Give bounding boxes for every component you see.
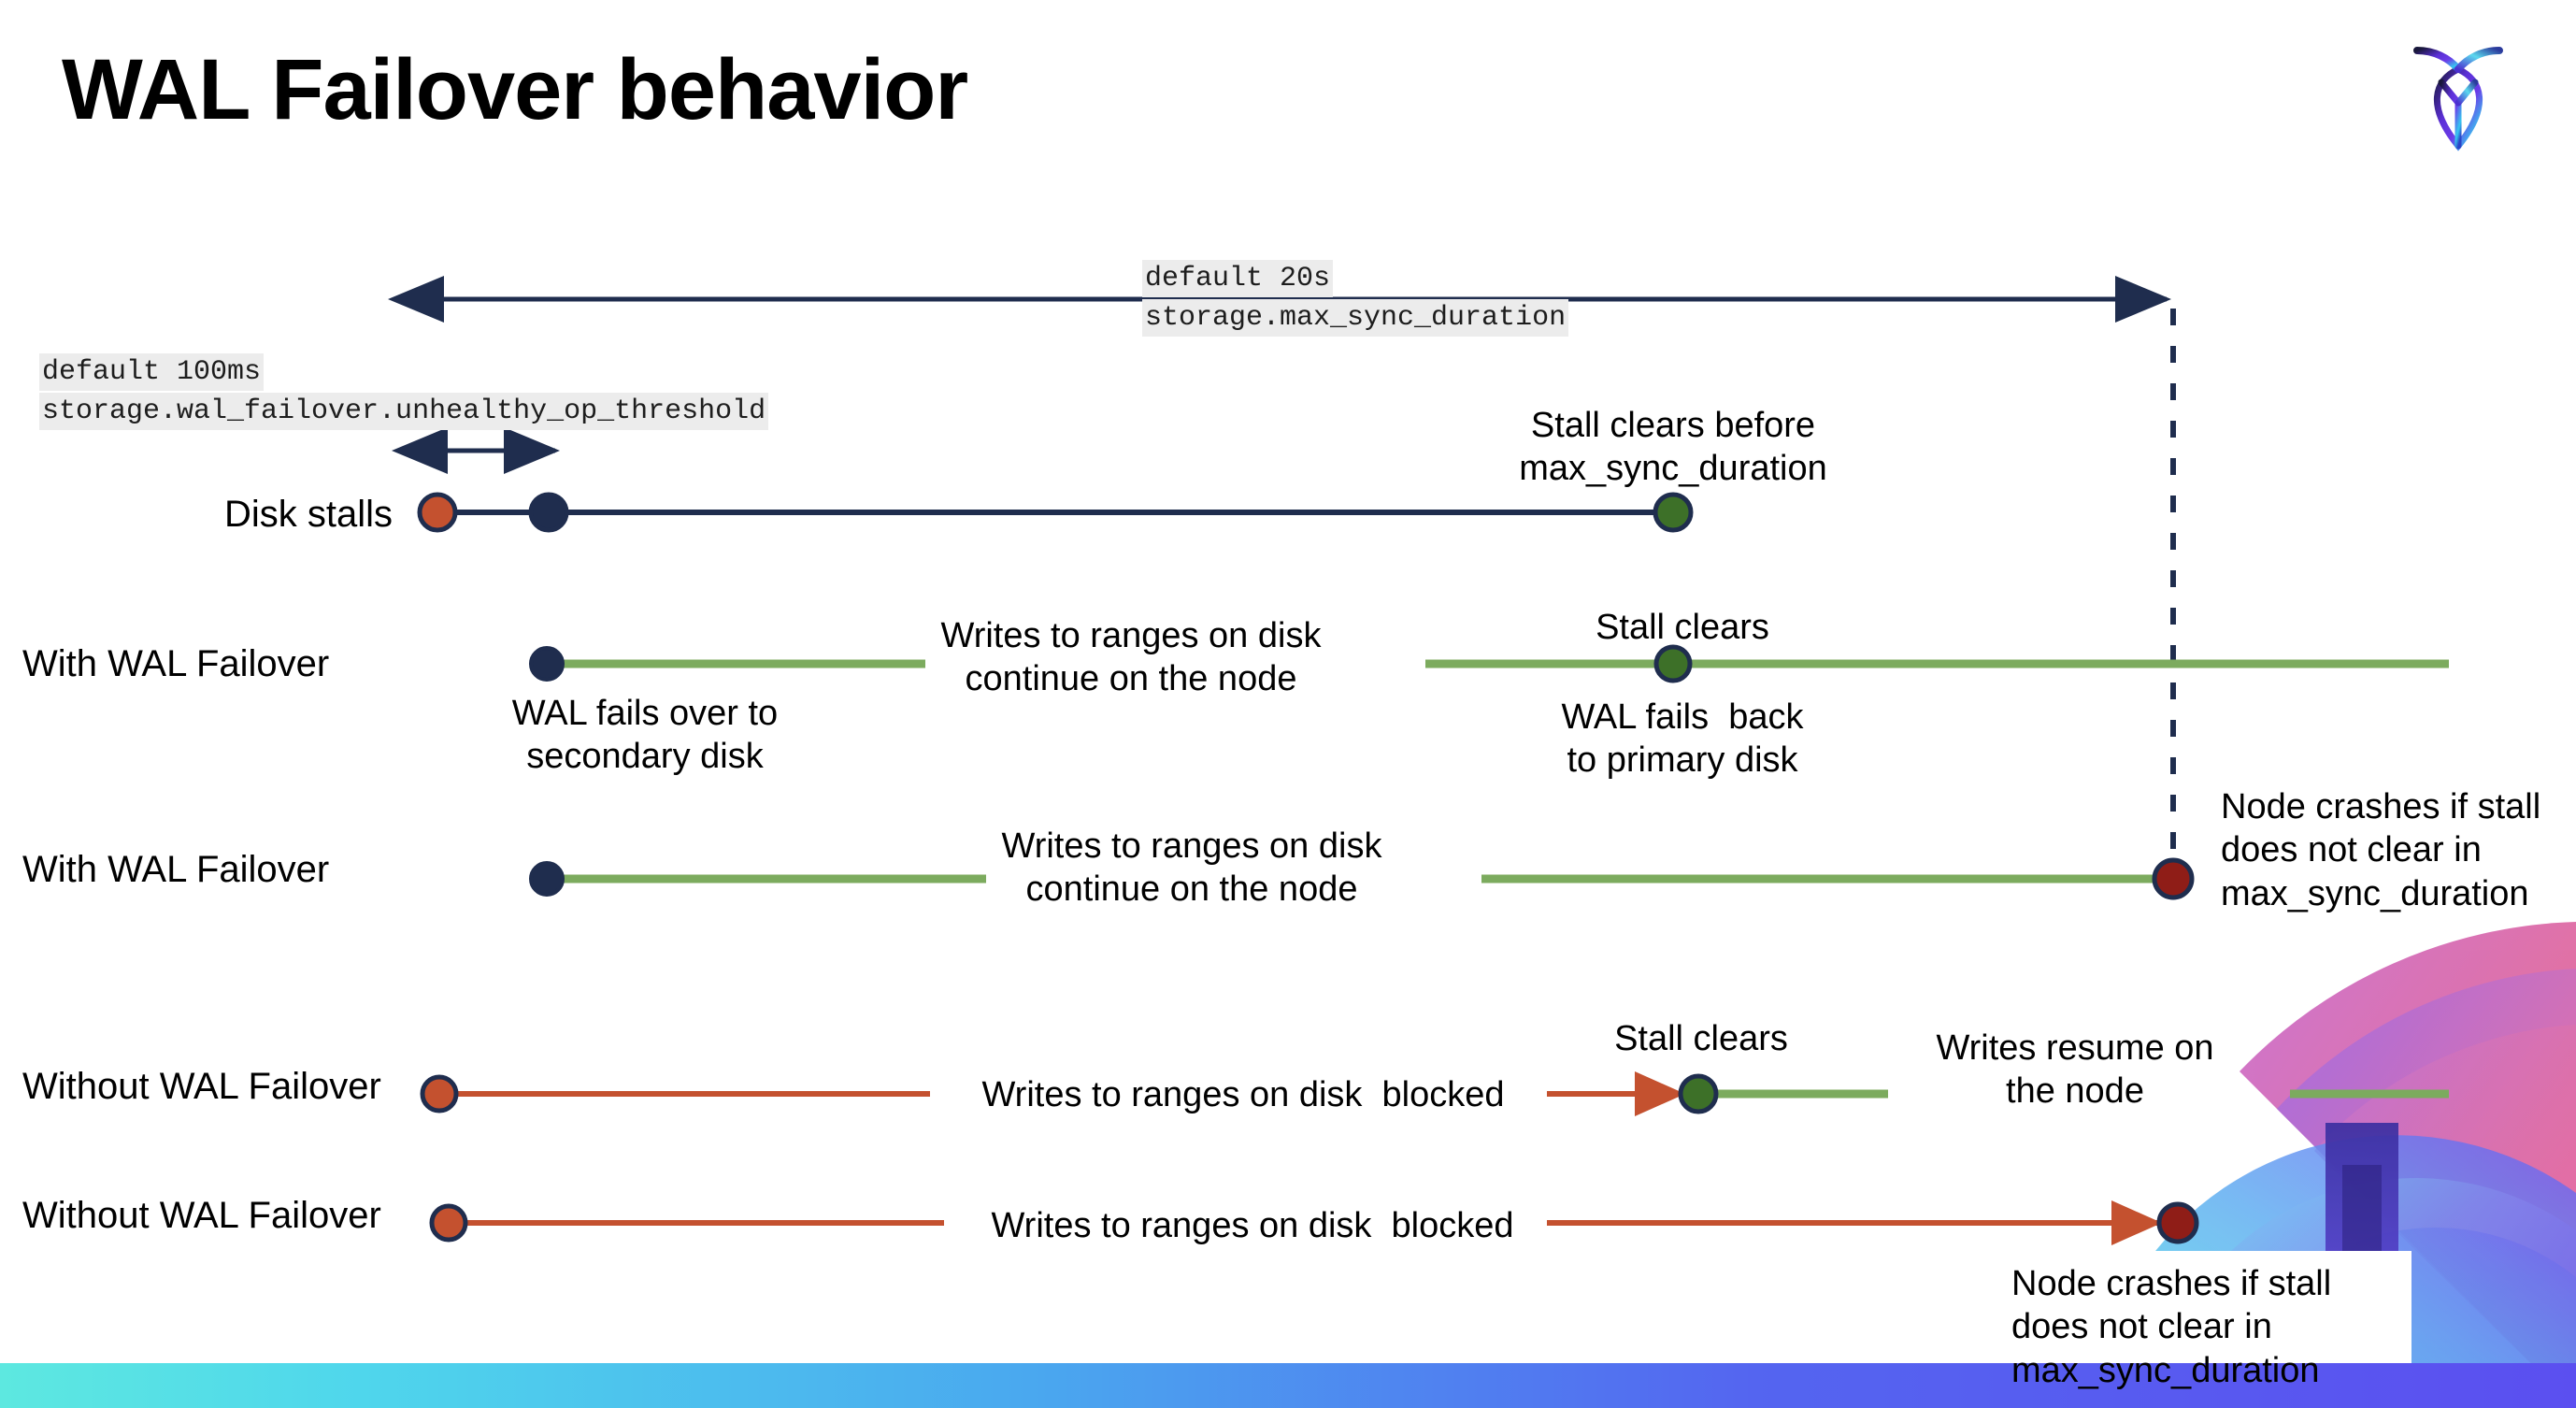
row-label-without-wal-failover-1: Without WAL Failover <box>22 1066 381 1107</box>
note-writes-continue-2: Writes to ranges on disk continue on the… <box>1001 826 1382 910</box>
row-label-without-wal-failover-2: Without WAL Failover <box>22 1195 381 1236</box>
dot-stall-clears-2 <box>1678 1073 1719 1114</box>
note-stall-clears-before: Stall clears before max_sync_duration <box>1519 406 1827 489</box>
row-with-wal-failover-2-track <box>529 857 2195 900</box>
chip-unhealthy-setting: storage.wal_failover.unhealthy_op_thresh… <box>39 393 769 431</box>
row-without-wal-failover-2-track <box>429 1200 2199 1245</box>
dot-failover-start-2 <box>529 861 565 897</box>
dot-node-crash-2 <box>2156 1201 2199 1244</box>
chip-max-sync-setting: storage.max_sync_duration <box>1142 299 1569 338</box>
note-wal-fails-over: WAL fails over to secondary disk <box>511 694 779 777</box>
dot-node-crash-1 <box>2152 857 2195 900</box>
note-node-crashes-2: Node crashes if stall does not clear in … <box>2011 1264 2332 1390</box>
note-writes-blocked-2: Writes to ranges on disk blocked <box>991 1206 1514 1245</box>
dot-stall-start-3 <box>429 1203 468 1243</box>
note-writes-resume: Writes resume on the node <box>1936 1028 2214 1112</box>
bottom-gradient-bar <box>0 1363 2576 1408</box>
dot-stall-clears-green <box>1653 492 1694 533</box>
note-stall-clears-1: Stall clears <box>1596 608 1769 647</box>
row-label-with-wal-failover-2: With WAL Failover <box>22 849 330 890</box>
row-with-wal-failover-1-track <box>529 644 2449 683</box>
row-label-with-wal-failover-1: With WAL Failover <box>22 643 330 684</box>
note-node-crashes-1: Node crashes if stall does not clear in … <box>2221 787 2541 913</box>
chip-unhealthy-default: default 100ms <box>39 353 265 392</box>
note-stall-clears-3: Stall clears <box>1614 1019 1788 1058</box>
logo-icon <box>2413 47 2503 151</box>
row-disk-stalls-track <box>417 492 1694 533</box>
dot-failover-trigger <box>528 492 569 533</box>
row-without-wal-failover-1-track <box>420 1071 2449 1116</box>
note-writes-continue-1: Writes to ranges on disk continue on the… <box>940 616 1322 699</box>
note-wal-fails-back: WAL fails back to primary disk <box>1561 697 1804 781</box>
page-title: WAL Failover behavior <box>62 42 968 137</box>
cockroachdb-logo <box>2393 28 2524 159</box>
dot-failover-start-1 <box>529 646 565 682</box>
dot-stall-start <box>417 492 458 533</box>
note-writes-blocked-1: Writes to ranges on disk blocked <box>981 1075 1505 1114</box>
chip-max-sync-default: default 20s <box>1142 260 1334 298</box>
dot-stall-start-2 <box>420 1074 459 1113</box>
dot-stall-clears-1 <box>1653 644 1693 683</box>
row-label-disk-stalls: Disk stalls <box>223 494 393 535</box>
